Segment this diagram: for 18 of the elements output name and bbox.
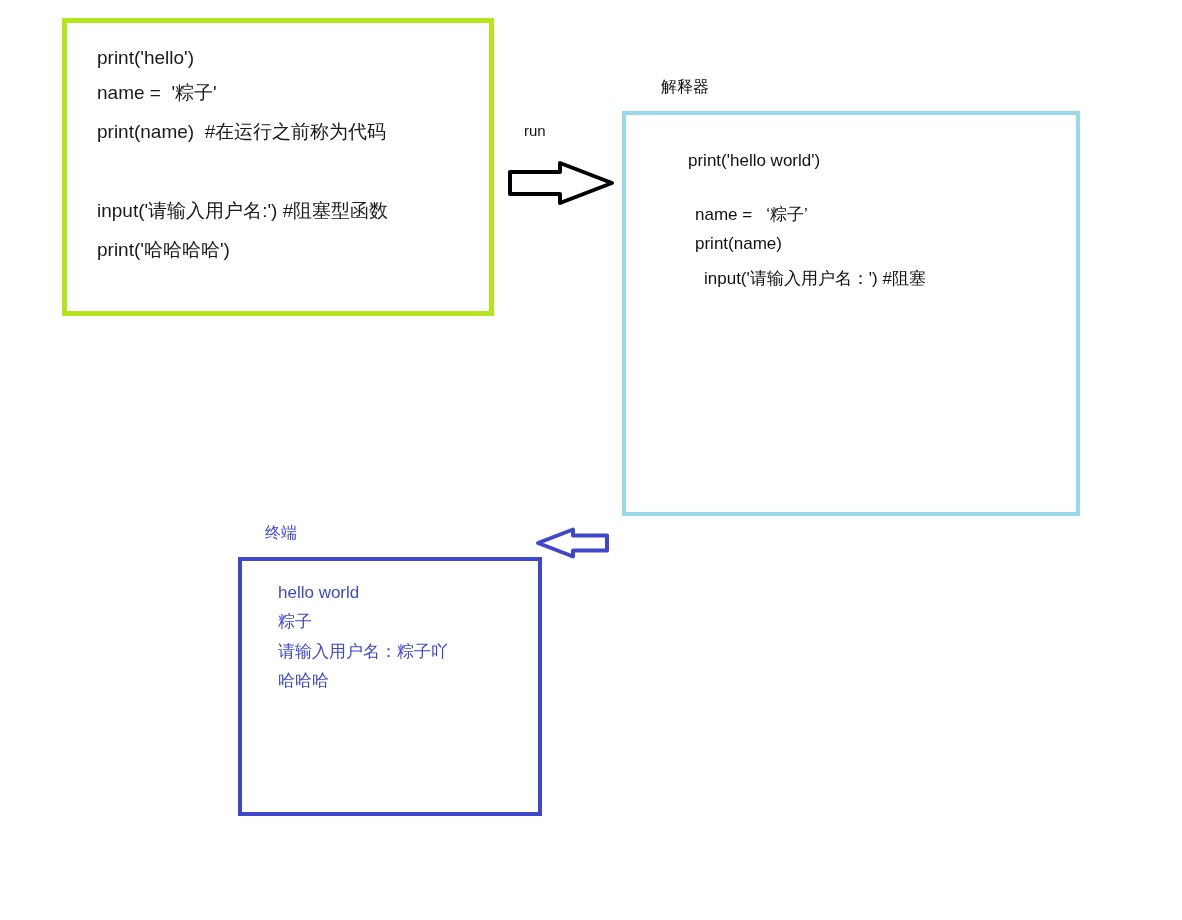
code-line: input('请输入用户名：') #阻塞 [704,269,926,290]
code-line: print('hello world') [688,151,821,172]
code-line: name = ‘粽子’ [695,205,808,226]
code-line: print('哈哈哈哈') [97,239,230,262]
code-line: input('请输入用户名:') #阻塞型函数 [97,200,389,223]
code-line: name = '粽子' [97,82,217,105]
box-heading: 终端 [265,523,297,543]
code-line: print(name) [695,234,782,255]
output-line: hello world [278,583,360,604]
code-line: print(name) #在运行之前称为代码 [97,121,387,144]
box-heading: 解释器 [661,77,709,97]
block-arrow [508,161,614,205]
output-line: 粽子 [278,612,312,633]
code-box [62,18,494,316]
output-line: 请输入用户名：粽子吖 [278,642,448,663]
code-line: print('hello') [97,47,194,70]
output-line: 哈哈哈 [278,671,329,692]
block-arrow [536,527,609,559]
